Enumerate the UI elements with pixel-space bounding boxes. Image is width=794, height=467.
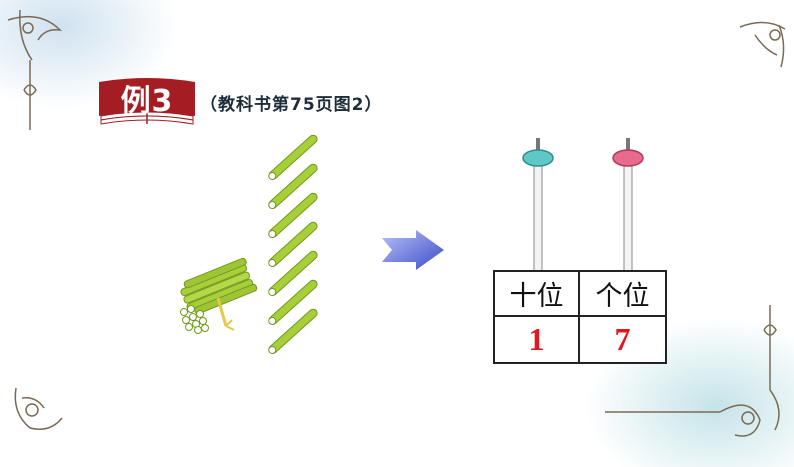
loose-stick (268, 163, 318, 209)
corner-ornament-top-right (739, 21, 786, 68)
loose-stick (268, 134, 318, 180)
corner-ornament-bottom-right (605, 305, 780, 437)
example-badge: 例3 (97, 78, 197, 128)
tens-digit: 1 (495, 317, 580, 362)
loose-stick (268, 308, 318, 354)
ones-digit: 7 (614, 321, 631, 357)
textbook-reference: （教科书第75页图2） (200, 95, 383, 115)
loose-stick (268, 250, 318, 296)
ones-header: 个位 (580, 272, 665, 317)
place-value-table: 十位 个位 1 7 (493, 270, 667, 364)
stick-bundle (180, 257, 258, 334)
loose-stick (268, 221, 318, 267)
right-arrow-icon (382, 230, 444, 270)
tens-bead (522, 149, 554, 167)
counting-sticks (180, 134, 318, 354)
ones-bead (612, 149, 644, 167)
corner-ornament-top-left (7, 9, 63, 130)
corner-ornament-bottom-left (14, 387, 63, 430)
open-book-icon (99, 78, 195, 125)
ones-rod-top (626, 138, 630, 152)
loose-sticks (268, 134, 318, 354)
counter-abacus (522, 138, 644, 273)
example-label: 例3 (120, 84, 174, 119)
tens-rod-top (536, 138, 540, 152)
tens-header: 十位 (495, 272, 580, 317)
loose-stick (268, 279, 318, 325)
loose-stick (268, 192, 318, 238)
